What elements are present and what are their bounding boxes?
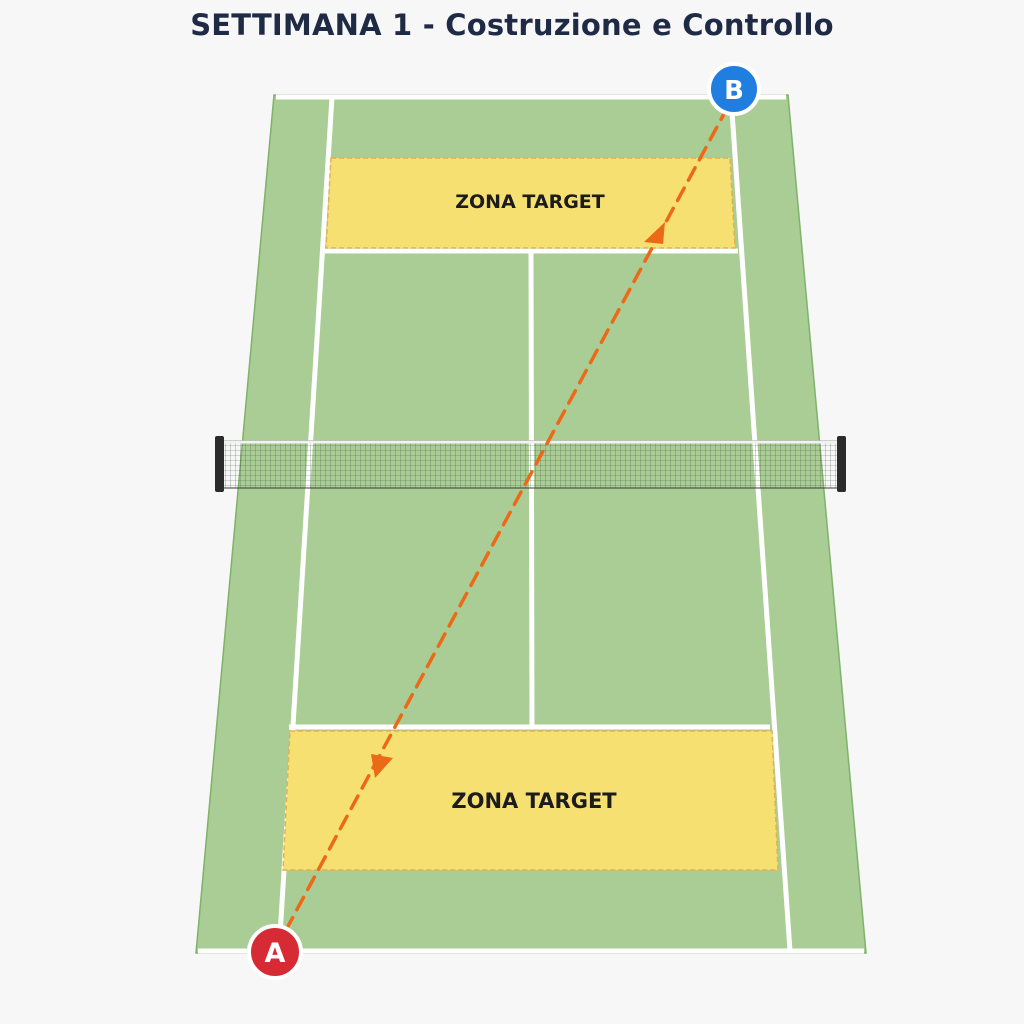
near-target-zone: ZONA TARGET	[282, 730, 779, 871]
left-net-post	[215, 436, 224, 492]
arrow-to-a-icon	[371, 754, 393, 778]
near-zone-label: ZONA TARGET	[451, 789, 617, 813]
page-title: SETTIMANA 1 - Costruzione e Controllo	[190, 8, 834, 42]
tennis-net	[215, 436, 846, 492]
player-b-label: B	[724, 76, 744, 106]
right-net-post	[837, 436, 846, 492]
player-a-label: A	[265, 938, 286, 969]
far-target-zone: ZONA TARGET	[325, 157, 736, 249]
player-b-marker: B	[707, 62, 761, 116]
player-a-marker: A	[247, 924, 303, 980]
ball-path	[284, 110, 727, 932]
arrow-to-b-icon	[644, 222, 665, 244]
far-zone-label: ZONA TARGET	[455, 191, 605, 213]
center-service-line	[528, 250, 535, 728]
right-singles-sideline	[728, 96, 793, 952]
